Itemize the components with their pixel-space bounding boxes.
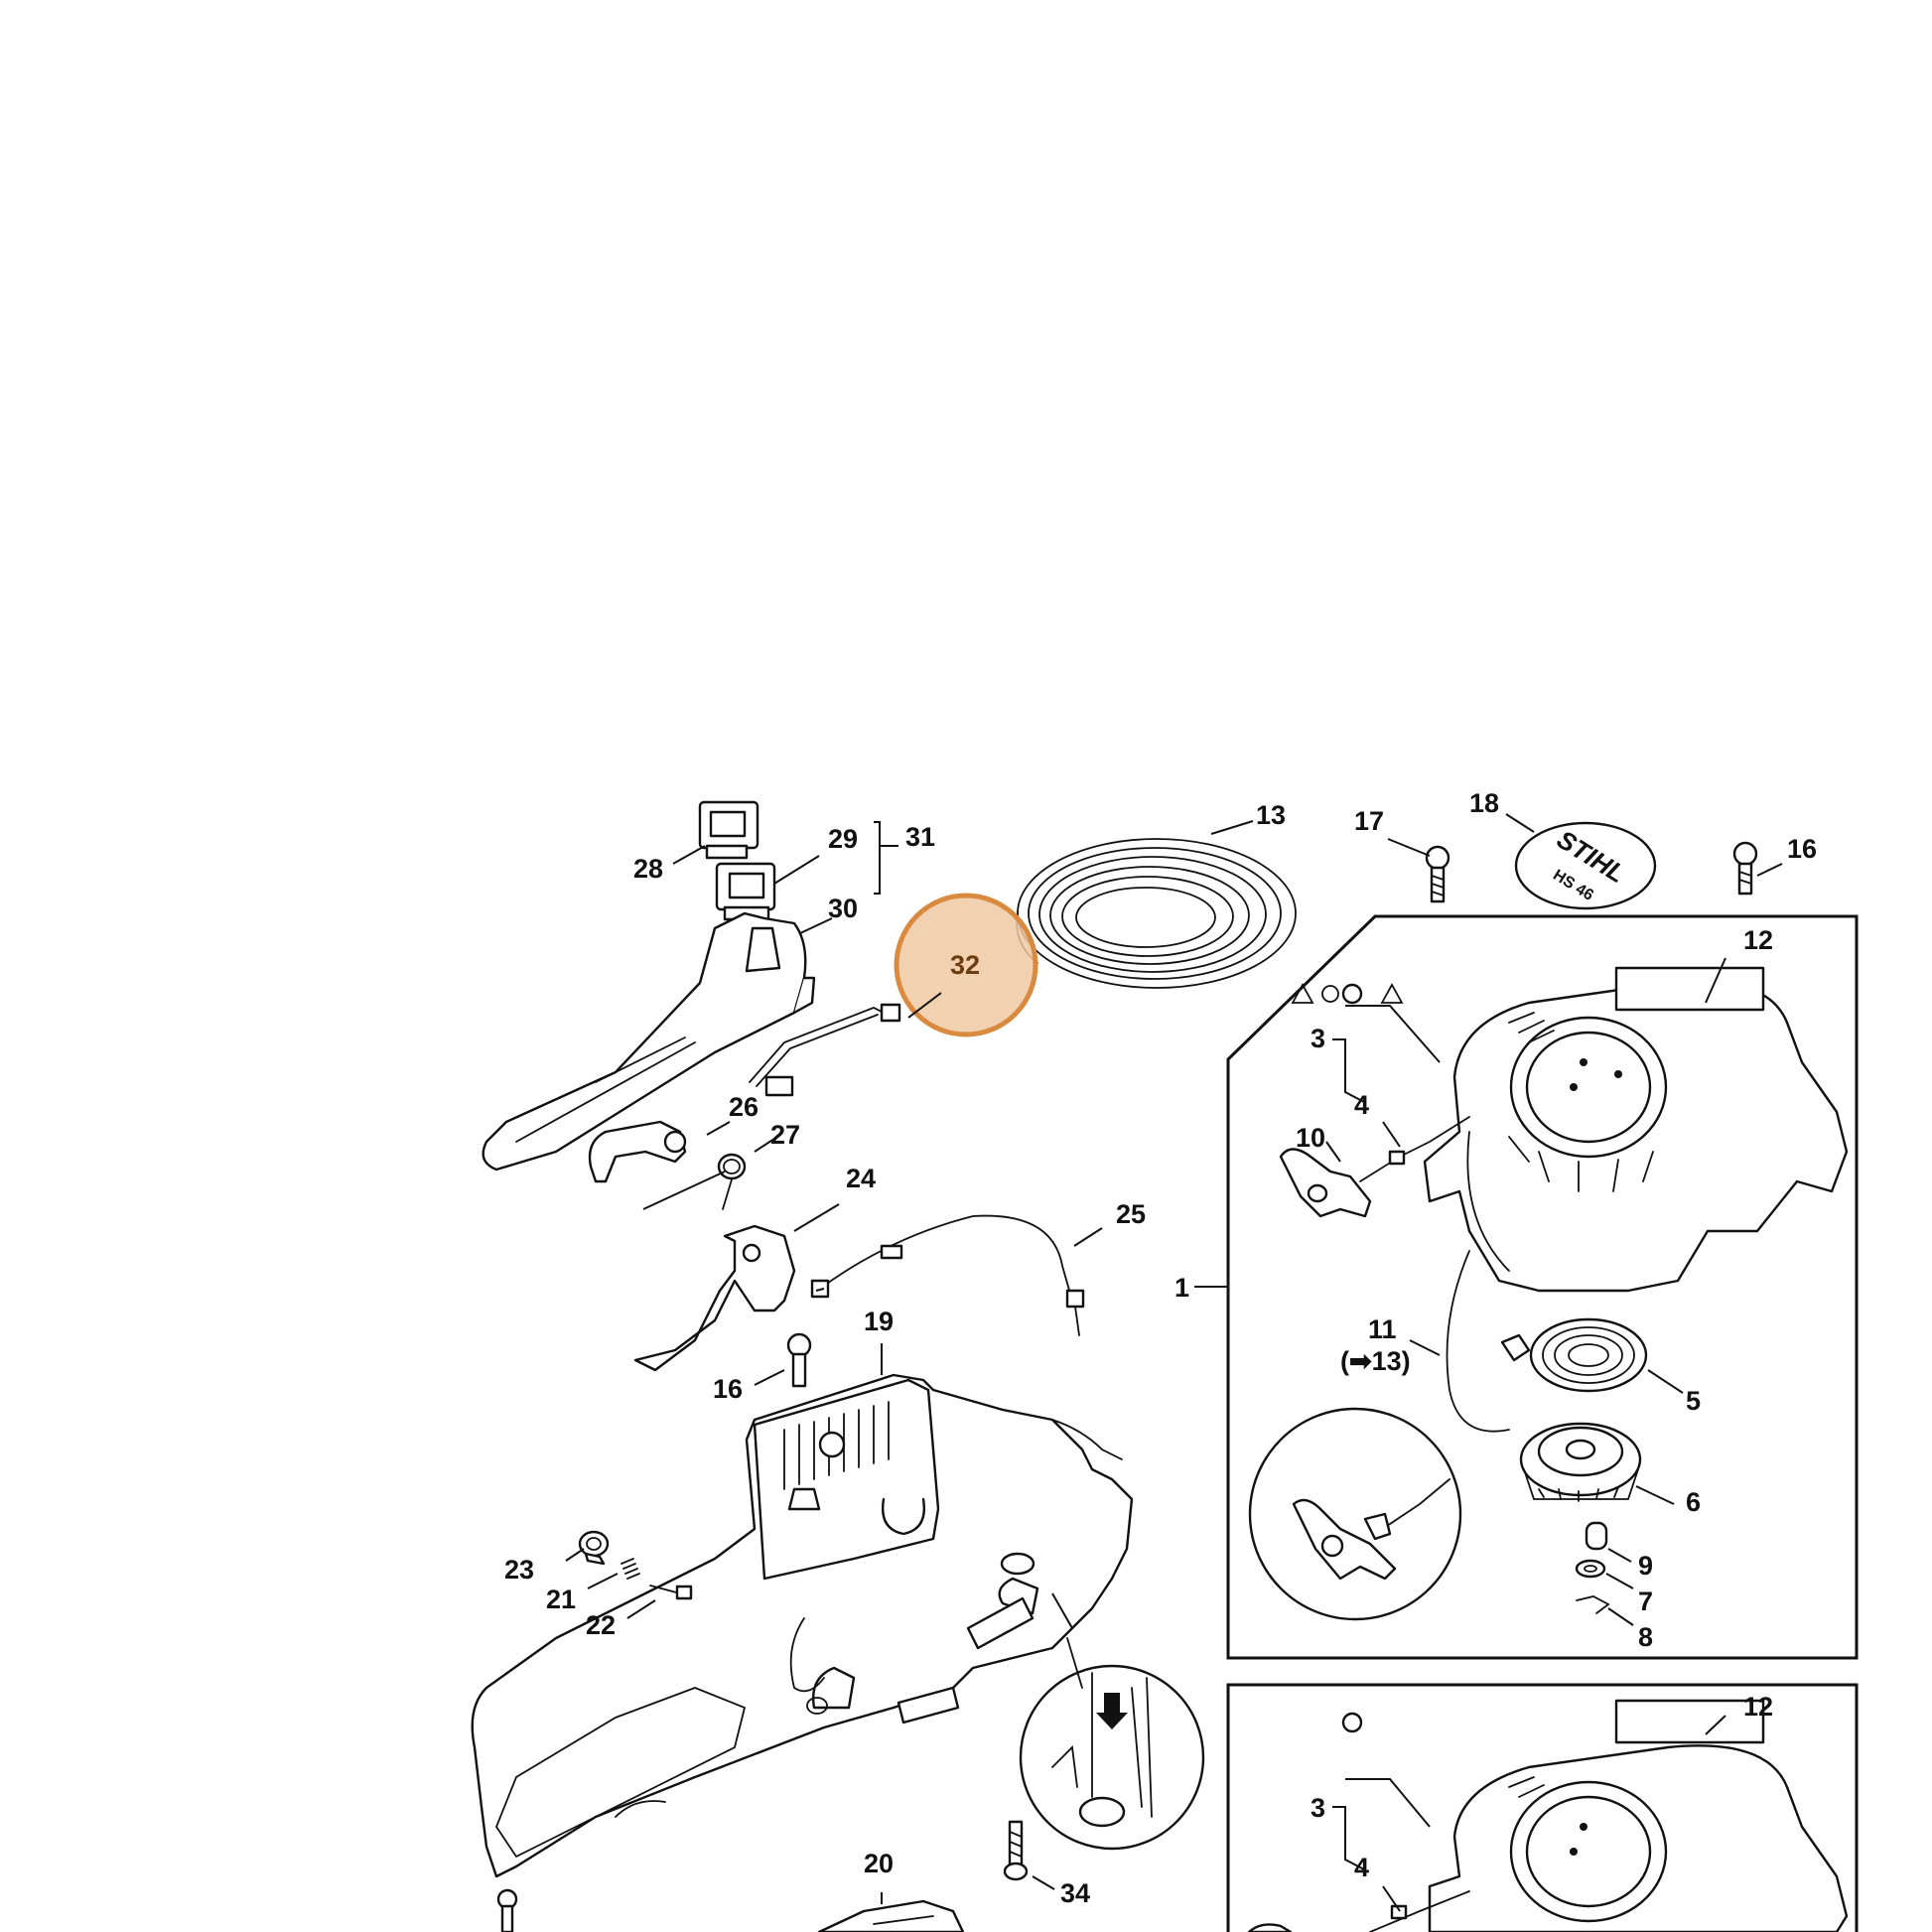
screw-part-16-left[interactable] (786, 1332, 812, 1388)
callout-6: 6 (1686, 1487, 1701, 1517)
callout-1: 1 (1174, 1273, 1189, 1303)
callout-22: 22 (586, 1610, 616, 1640)
callout-9: 9 (1638, 1551, 1653, 1581)
rewind-spring-part-5[interactable] (1500, 1317, 1648, 1393)
housing-part-19[interactable] (471, 1373, 1134, 1878)
callout-3-variant: 3 (1311, 1793, 1325, 1823)
trigger-lever-part-26[interactable] (588, 1120, 687, 1183)
callout-17: 17 (1354, 806, 1384, 836)
callout-16-left: 16 (713, 1374, 743, 1404)
callout-labels: 28 29 31 30 13 17 18 16 12 3 4 10 1 11 (… (504, 788, 1817, 1908)
callout-10: 10 (1296, 1123, 1325, 1153)
throttle-trigger-part-24[interactable] (633, 1224, 796, 1372)
callout-19: 19 (864, 1307, 894, 1336)
spring-part-21[interactable] (621, 1558, 640, 1580)
throttle-cable-part-25[interactable] (810, 1214, 1085, 1336)
callout-28: 28 (633, 854, 663, 884)
callout-34: 34 (1060, 1878, 1090, 1908)
nut-part-23[interactable] (578, 1530, 610, 1566)
callout-31: 31 (905, 822, 935, 852)
callout-24: 24 (846, 1164, 876, 1193)
screw-bottom-left[interactable] (496, 1888, 518, 1932)
callout-25: 25 (1116, 1199, 1146, 1229)
pin-part-22[interactable] (649, 1585, 693, 1600)
callout-12-variant: 12 (1743, 1692, 1773, 1722)
handle-part-30[interactable] (482, 911, 816, 1172)
cover-part-20[interactable] (817, 1899, 965, 1932)
callout-18: 18 (1469, 788, 1499, 818)
rope-rotor-part-6[interactable] (1519, 1422, 1642, 1502)
callout-4-variant: 4 (1354, 1853, 1369, 1882)
warning-label-part-12[interactable] (1291, 966, 1765, 1012)
grip-detail-circle (1248, 1407, 1462, 1621)
starter-grip-part-10[interactable] (1279, 1116, 1470, 1218)
cable-part-32[interactable] (749, 1003, 901, 1097)
highlight-marker-32[interactable]: 32 (894, 893, 1038, 1037)
screw-part-34[interactable] (1003, 1820, 1029, 1881)
starter-assembly-frame-2 (1226, 1683, 1859, 1932)
washer-part-7[interactable] (1575, 1559, 1606, 1579)
starter-rope-part-11[interactable] (1446, 1250, 1510, 1433)
callout-23: 23 (504, 1555, 534, 1585)
callout-29: 29 (828, 824, 858, 854)
housing-detail-circle (1019, 1637, 1205, 1851)
callout-16-right: 16 (1787, 834, 1817, 864)
screw-part-16-right[interactable] (1732, 841, 1758, 896)
callout-21: 21 (546, 1585, 576, 1614)
callout-8: 8 (1638, 1622, 1653, 1652)
starter-assembly-frame (1226, 914, 1859, 1660)
logo-badge-part-18: STIHL HS 46 (1514, 821, 1657, 910)
callout-11: 11 (1368, 1314, 1397, 1344)
starter-grip-part-10-variant[interactable] (1247, 1890, 1470, 1932)
switch-part-28[interactable] (698, 800, 759, 860)
callout-3: 3 (1311, 1024, 1325, 1053)
callout-5: 5 (1686, 1386, 1701, 1416)
screw-part-17[interactable] (1425, 845, 1450, 903)
starter-cover-part-1[interactable] (1423, 980, 1849, 1293)
starter-cover-part-1-variant[interactable] (1428, 1744, 1849, 1932)
leader-lines (565, 813, 1783, 1912)
spring-part-27[interactable] (717, 1153, 747, 1210)
callout-26: 26 (729, 1092, 759, 1122)
spring-clip-part-8[interactable] (1576, 1595, 1610, 1614)
switch-part-29[interactable] (715, 862, 776, 921)
callout-13: 13 (1256, 800, 1286, 830)
callout-4: 4 (1354, 1090, 1369, 1120)
pawl-part-9[interactable] (1585, 1521, 1608, 1551)
callout-32: 32 (950, 950, 980, 980)
spring-part-13[interactable] (1016, 838, 1297, 989)
warning-label-part-12-variant[interactable] (1341, 1699, 1765, 1744)
callout-11-ref: (➡13) (1340, 1346, 1411, 1376)
callout-20: 20 (864, 1849, 894, 1878)
callout-30: 30 (828, 894, 858, 923)
callout-7: 7 (1638, 1587, 1653, 1616)
callout-27: 27 (770, 1120, 800, 1150)
callout-12: 12 (1743, 925, 1773, 955)
